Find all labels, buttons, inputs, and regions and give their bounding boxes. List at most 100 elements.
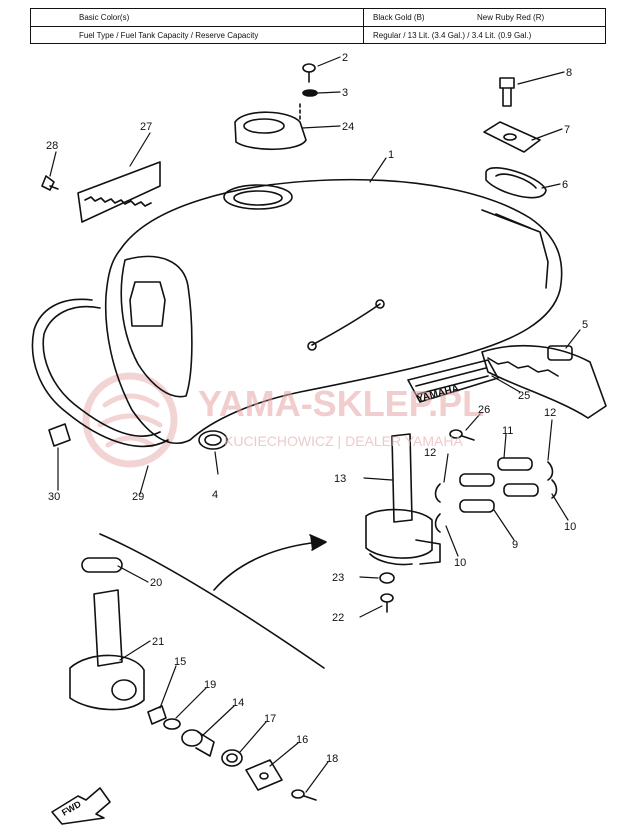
filler-cap-top (243, 118, 285, 134)
fuel-cock-bolt-head (380, 593, 394, 603)
lever-cap-body (221, 749, 243, 767)
spec-table: Basic Color(s) Black Gold (B) New Ruby R… (30, 8, 606, 44)
callout-26: 26 (478, 404, 490, 416)
callout-12-right: 12 (544, 407, 556, 419)
watermark (82, 372, 178, 468)
filler-neck-inner (233, 190, 283, 206)
band-lower-right (503, 483, 539, 497)
rear-mount-slot (495, 213, 531, 229)
fuel-cock-upper (365, 433, 441, 566)
lever-plate-hole (259, 772, 269, 780)
callout-11: 11 (502, 425, 513, 437)
rear-seat-rubber (481, 344, 607, 419)
callout-30: 30 (48, 491, 60, 503)
callout-25: 25 (518, 390, 530, 402)
damper-screw-head (449, 429, 463, 439)
callout-24: 24 (342, 121, 354, 133)
cock-lever (181, 729, 215, 757)
tank-bracket-hole-rear (375, 299, 385, 309)
lever-plate (245, 759, 283, 791)
fuel-cock-filter (391, 433, 413, 523)
spec-value-fuel: Regular / 13 Lit. (3.4 Gal.) / 3.4 Lit. … (373, 31, 532, 40)
rear-mount-damper (485, 167, 547, 199)
cap-bolt-head (302, 63, 316, 73)
callout-13: 13 (334, 473, 346, 485)
callout-9: 9 (512, 539, 518, 551)
emblem-screw (41, 175, 59, 191)
tank-seam (311, 303, 381, 346)
lever-cap-inner (226, 753, 238, 763)
callout-labels: 2 3 8 7 6 24 1 27 28 5 25 26 13 12 12 11… (46, 52, 588, 765)
spec-value-color-ruby-red: New Ruby Red (R) (477, 13, 545, 22)
rear-seat-rubber-tab (547, 345, 573, 361)
callout-4: 4 (212, 489, 218, 501)
tank-emblem (77, 161, 161, 223)
emblem-screw-shank (49, 185, 59, 190)
callout-8: 8 (566, 67, 572, 79)
fuel-cock-nut (379, 572, 395, 584)
callout-22: 22 (332, 612, 344, 624)
fuel-hose (31, 298, 169, 448)
grommet-outer (198, 430, 228, 450)
damper-screw (449, 429, 475, 441)
fuel-cock-gasket (81, 557, 123, 573)
hose-clip (48, 423, 71, 447)
damper-screw-shank (461, 435, 475, 441)
callout-2: 2 (342, 52, 348, 64)
rear-mount-plate (483, 121, 541, 153)
cap-washer (302, 89, 318, 97)
tank-emblem-pattern (84, 196, 152, 207)
detail-arrow-head (309, 534, 327, 551)
callout-29: 29 (132, 491, 144, 503)
callout-6: 6 (562, 179, 568, 191)
callout-3: 3 (342, 87, 348, 99)
callout-19: 19 (204, 679, 216, 691)
fuel-cock-lever (415, 539, 441, 565)
knee-recess (120, 255, 193, 398)
lever-screw (291, 789, 317, 801)
lever-screw-head (291, 789, 305, 799)
callout-1: 1 (388, 149, 394, 161)
spec-label-fuel: Fuel Type / Fuel Tank Capacity / Reserve… (79, 31, 259, 40)
side-damper (407, 359, 499, 403)
callout-20: 20 (150, 577, 162, 589)
fuel-cock-base (369, 553, 413, 566)
clip-right (547, 461, 558, 499)
lower-body-port (111, 679, 137, 701)
detail-arrow-line (213, 541, 321, 591)
spec-divider (363, 9, 364, 43)
tank-bracket-hole-front (307, 341, 317, 351)
callout-18: 18 (326, 753, 338, 765)
fwd-label: FWD (60, 799, 83, 818)
watermark-main-text: YAMA-SKLEP.PL (198, 383, 484, 424)
watermark-logo-mark (97, 393, 163, 448)
fuel-tank-outline (104, 178, 563, 445)
grommet-inner (204, 434, 222, 446)
rear-damper-outer (485, 167, 547, 199)
lever-screw-shank (303, 795, 317, 801)
rear-seat-rubber-ribs (487, 357, 559, 377)
callout-10-right: 10 (564, 521, 576, 533)
band-lower-left (459, 499, 495, 513)
callout-15: 15 (174, 656, 186, 668)
rear-plate-hole (503, 133, 517, 141)
fuel-cock-mount-plate (129, 281, 166, 327)
rear-bolt-head (499, 77, 515, 89)
filler-cap (234, 111, 307, 151)
side-damper-ribs (415, 367, 489, 395)
band-upper-left (459, 473, 495, 487)
filler-neck-opening (223, 184, 293, 210)
callout-7: 7 (564, 124, 570, 136)
detail-bracket-line (99, 533, 325, 669)
band-upper-right (497, 457, 533, 471)
rear-plate-body (483, 121, 541, 153)
cap-grommet (198, 430, 228, 450)
clip-left (434, 483, 441, 533)
rear-bolt-shank (502, 87, 512, 107)
callout-12-left: 12 (424, 447, 436, 459)
fuel-cock-body (365, 508, 433, 559)
spec-row-fuel: Fuel Type / Fuel Tank Capacity / Reserve… (31, 26, 605, 44)
fuel-cock-bolt (380, 593, 394, 613)
cap-bolt (302, 63, 316, 83)
cock-lever-hub (181, 729, 203, 747)
